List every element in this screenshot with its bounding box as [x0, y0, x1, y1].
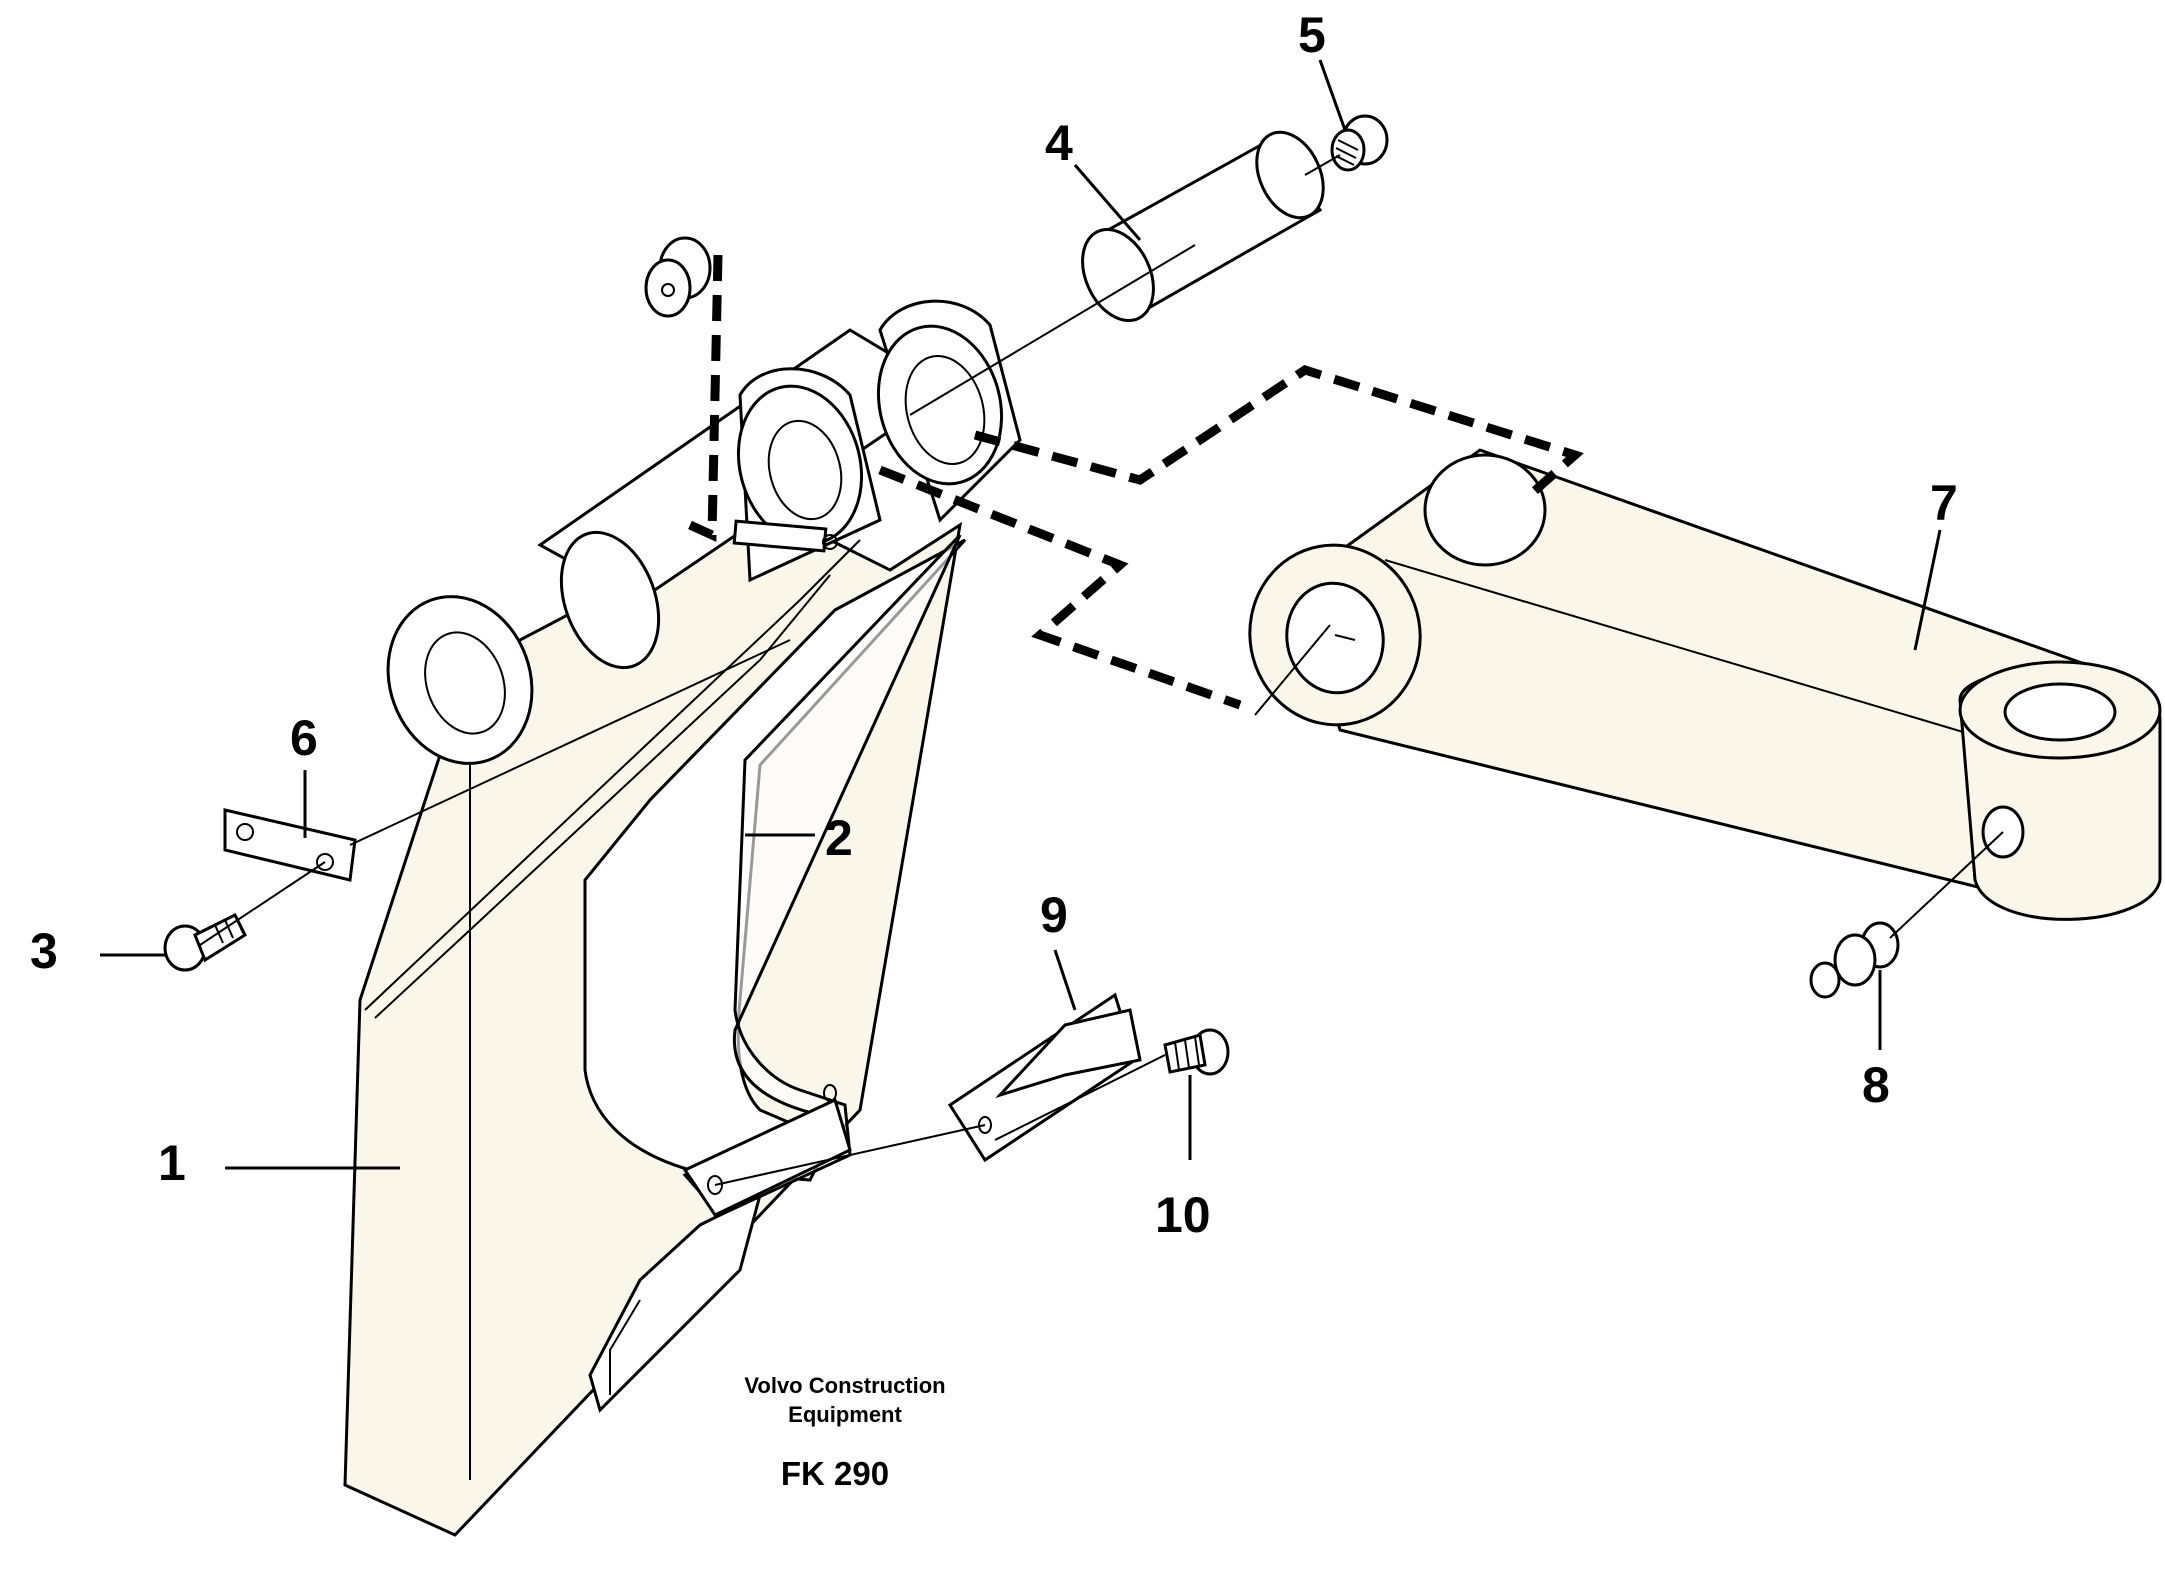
grease-plug-upper [644, 236, 712, 318]
part-label-8: 8 [1862, 1057, 1890, 1113]
part-label-6: 6 [290, 710, 318, 766]
pin [1081, 130, 1325, 323]
caption-line-2: Equipment [788, 1402, 902, 1427]
lock-plate-lower [947, 992, 1142, 1163]
lock-plate [223, 808, 357, 882]
inner-plate [583, 533, 967, 1217]
leader-lines [100, 59, 1942, 1170]
assembly-lines [199, 154, 2004, 1186]
part-label-5: 5 [1298, 7, 1326, 63]
part-number-labels: 1 2 3 4 5 6 7 8 9 10 [30, 7, 1958, 1243]
part-label-1: 1 [158, 1135, 186, 1191]
part-label-7: 7 [1930, 475, 1958, 531]
part-label-9: 9 [1040, 887, 1068, 943]
part-label-4: 4 [1045, 115, 1073, 171]
link-arm [1248, 448, 2162, 921]
figure-code: FK 290 [781, 1455, 889, 1492]
bolt-left [163, 912, 247, 972]
part-label-10: 10 [1155, 1187, 1211, 1243]
caption: Volvo Construction Equipment FK 290 [744, 1373, 945, 1492]
part-label-3: 3 [30, 923, 58, 979]
part-label-2: 2 [825, 810, 853, 866]
bolt-lower [1163, 1028, 1230, 1076]
caption-line-1: Volvo Construction [744, 1373, 945, 1398]
grease-plug [1330, 114, 1389, 172]
pin-housing [386, 299, 1022, 765]
assembly-dash-lines [688, 254, 1584, 710]
grease-nipple [1809, 921, 1900, 999]
